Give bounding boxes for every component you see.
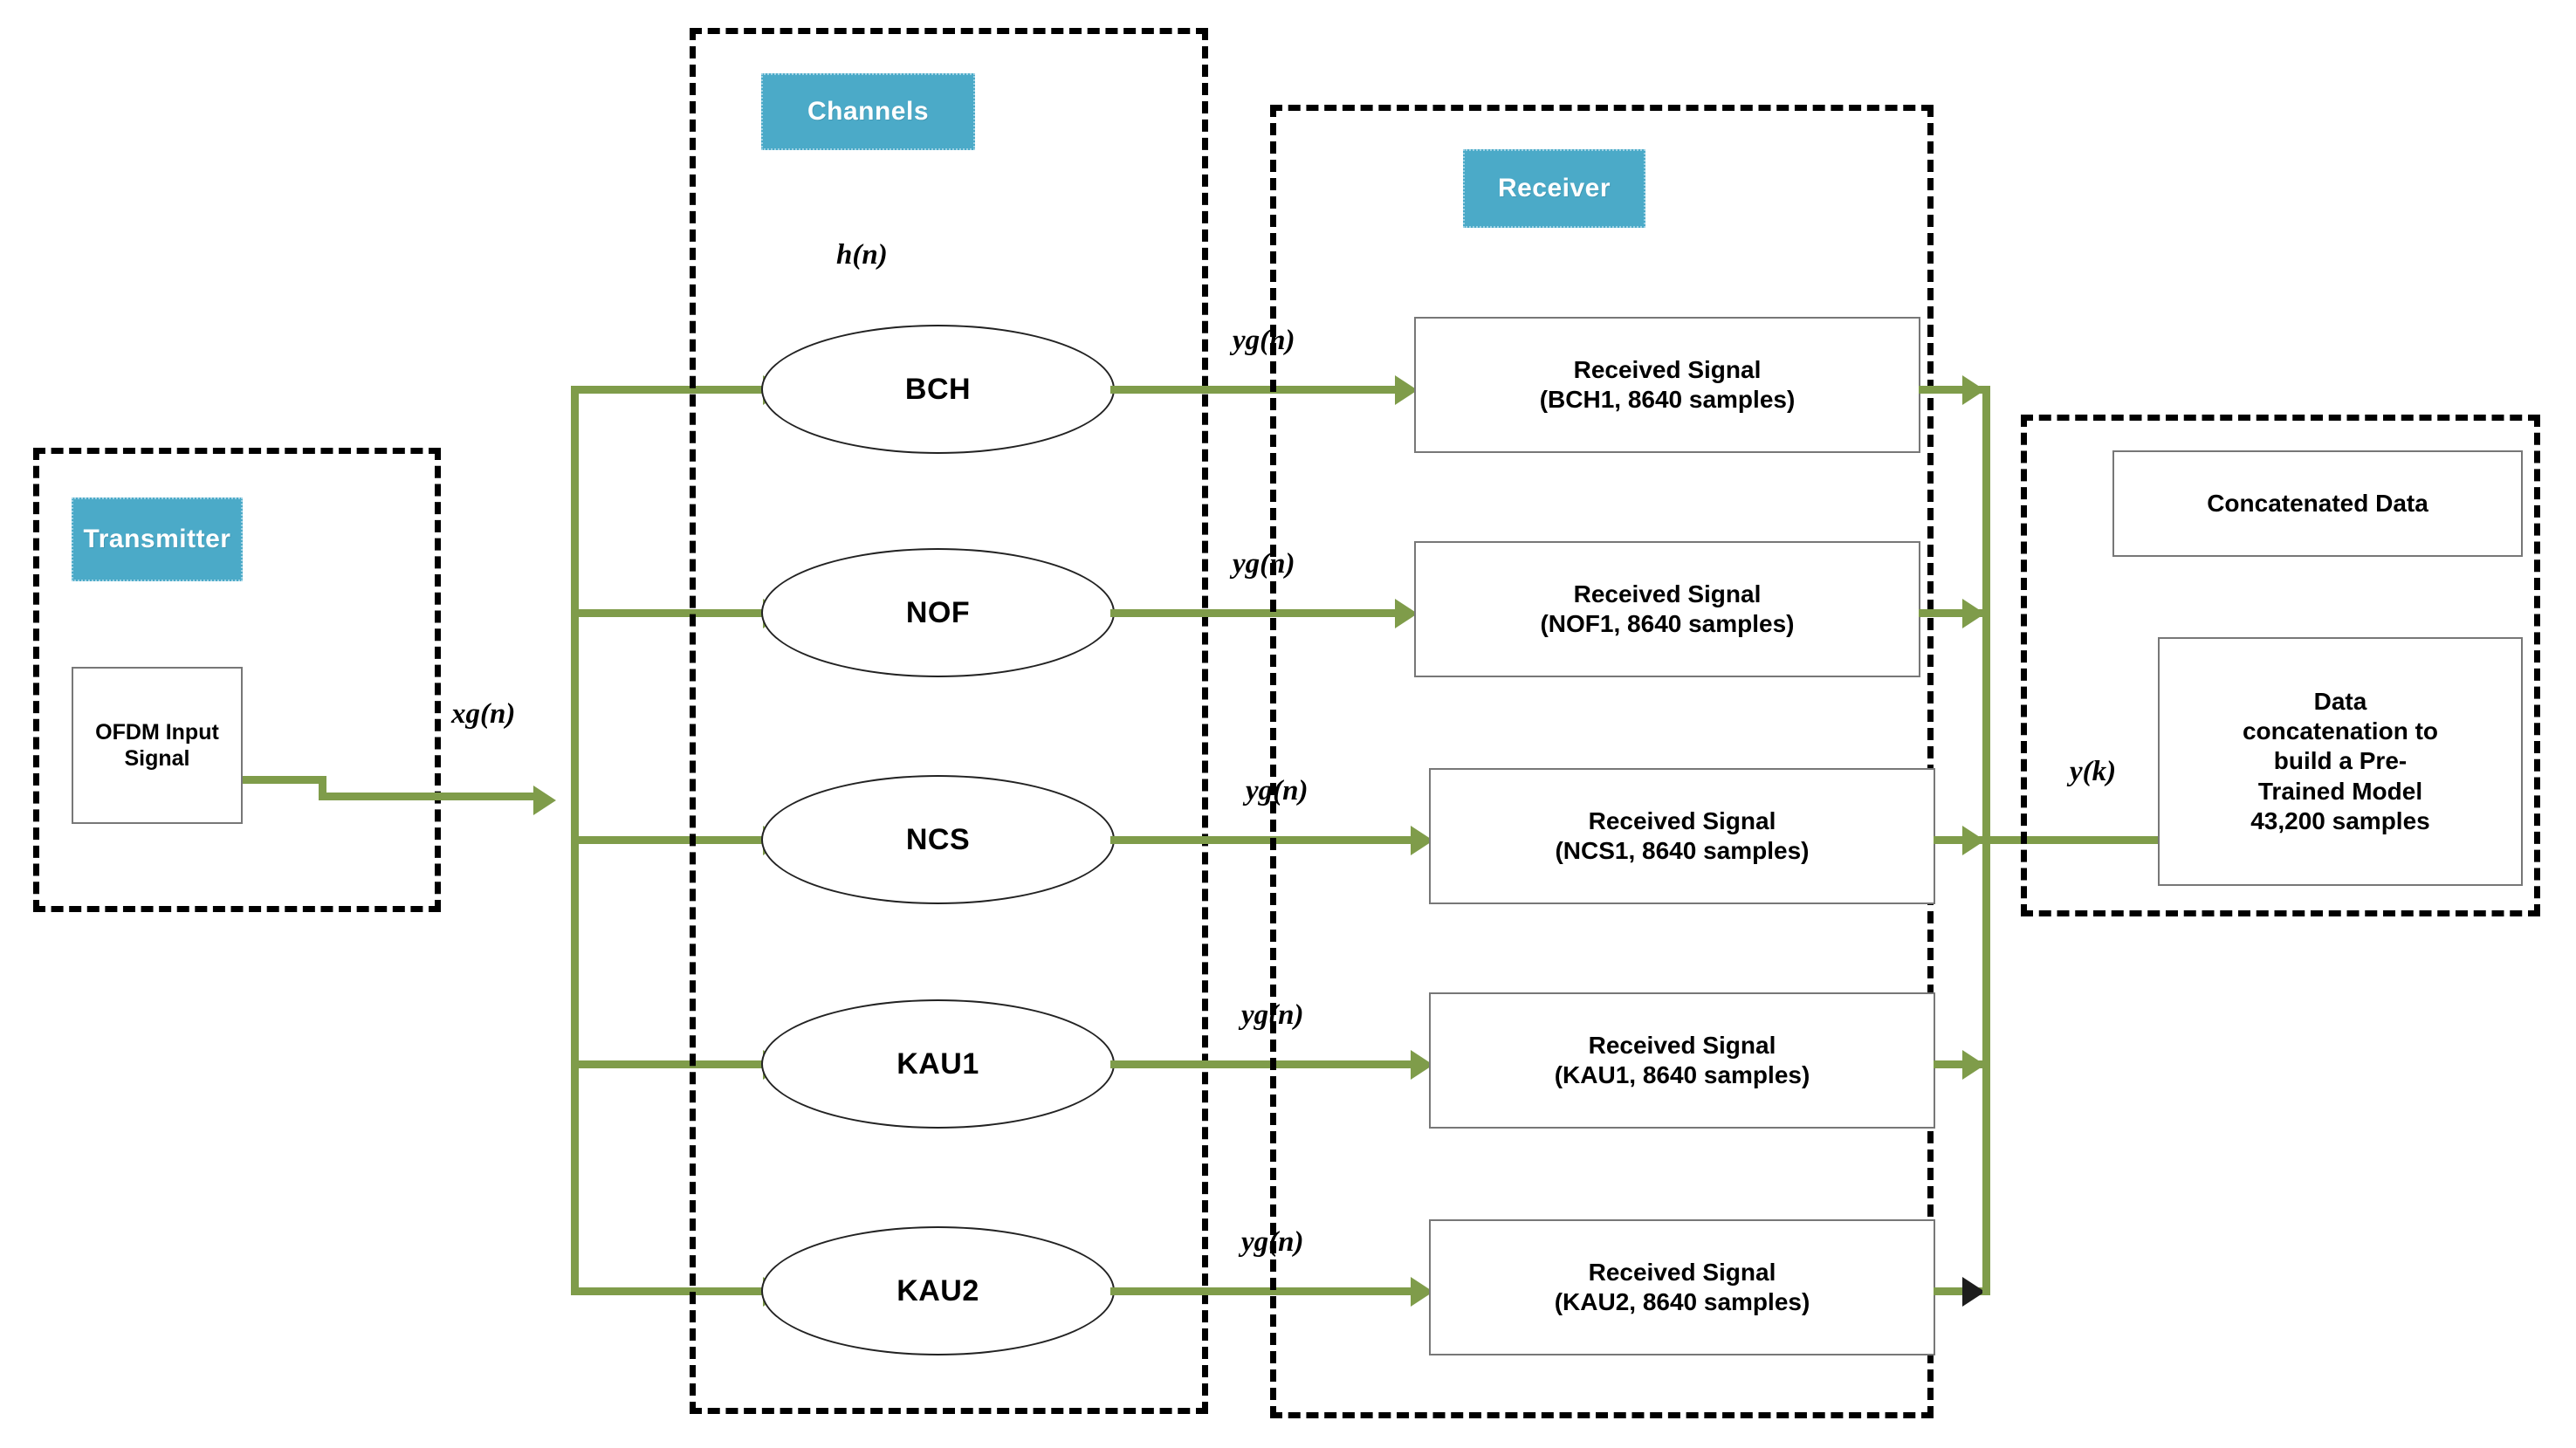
chan-to-rx-line-ncs [1110,836,1414,844]
rx-to-bus-line-kau1 [1934,1060,1990,1068]
chan-to-rx-line-kau2 [1110,1287,1414,1295]
xg-n-label: xg(n) [451,698,516,730]
received-signal-box-nof1: Received Signal (NOF1, 8640 samples) [1414,541,1920,677]
channels-group-container [690,28,1208,1414]
tx-to-bus-line-2 [319,793,537,800]
chan-to-rx-line-bch [1110,386,1398,394]
yg-n-label-bch: yg(n) [1233,325,1295,356]
received-signal-box-ncs1: Received Signal (NCS1, 8640 samples) [1429,768,1935,904]
bus-to-concat-line [1982,836,2305,844]
rx-to-bus-arrowhead-ncs [1962,826,1985,855]
concatenated-group-container [2021,415,2540,916]
rx-to-bus-arrowhead-bch [1962,375,1985,405]
yg-n-label-ncs: yg(n) [1246,775,1309,806]
bus-branch-nof [571,609,766,617]
y-k-label: y(k) [2070,756,2117,787]
channels-chip: Channels [761,73,975,150]
ofdm-input-signal-box: OFDM Input Signal [72,667,243,824]
tx-to-bus-step [319,776,326,800]
bus-branch-ncs [571,836,766,844]
channel-ellipse-nof: NOF [761,548,1115,677]
bus-branch-kau2 [571,1287,766,1295]
received-signal-box-kau2: Received Signal (KAU2, 8640 samples) [1429,1219,1935,1355]
concatenated-data-title-box: Concatenated Data [2112,450,2523,557]
tx-to-bus-line [243,776,326,784]
rx-to-bus-line-ncs [1934,836,1990,844]
rx-to-bus-line-kau2 [1934,1287,1990,1295]
received-signal-box-bch1: Received Signal (BCH1, 8640 samples) [1414,317,1920,453]
receiver-chip: Receiver [1463,149,1645,228]
rx-to-bus-line-nof [1919,609,1989,617]
rx-to-bus-line-bch [1919,386,1989,394]
channel-ellipse-kau1: KAU1 [761,999,1115,1129]
chan-to-rx-arrowhead-nof [1395,599,1418,628]
channel-ellipse-bch: BCH [761,325,1115,454]
chan-to-rx-line-kau1 [1110,1060,1414,1068]
channel-ellipse-ncs: NCS [761,775,1115,904]
receiver-group-container [1270,105,1934,1418]
rx-to-bus-arrowhead-kau1 [1962,1050,1985,1080]
bus-branch-bch [571,386,766,394]
transmitter-group-container [33,448,441,912]
yg-n-label-nof: yg(n) [1233,548,1295,580]
chan-to-rx-line-nof [1110,609,1398,617]
rx-to-bus-arrowhead-nof [1962,599,1985,628]
bus-branch-kau1 [571,1060,766,1068]
received-signal-box-kau1: Received Signal (KAU1, 8640 samples) [1429,992,1935,1129]
concatenated-data-body-box: Data concatenation to build a Pre- Train… [2158,637,2523,886]
tx-to-bus-arrowhead [533,786,556,815]
chan-to-rx-arrowhead-bch [1395,375,1418,405]
transmitter-chip: Transmitter [72,498,243,581]
h-n-label: h(n) [836,239,888,271]
rx-to-bus-arrowhead-kau2 [1962,1277,1985,1307]
channel-ellipse-kau2: KAU2 [761,1226,1115,1355]
